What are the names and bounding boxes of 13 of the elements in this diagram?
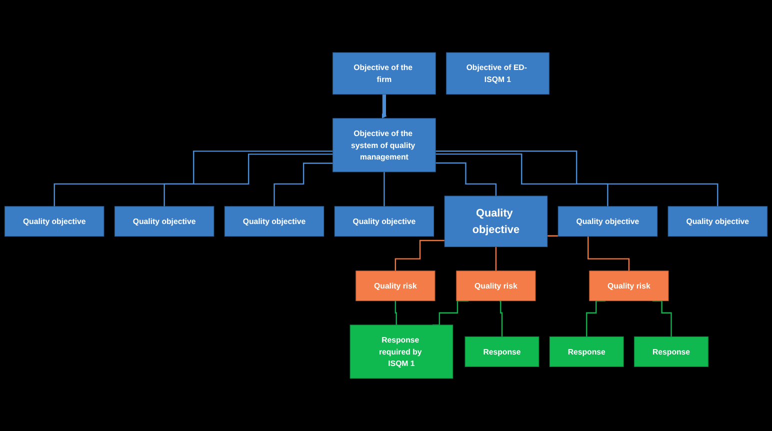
connector [164,154,333,208]
connector [436,153,608,208]
connector [54,150,333,208]
connector [436,162,497,197]
connector [436,150,718,208]
connector [274,162,333,208]
connector [499,300,503,338]
connector [394,300,398,326]
connector [495,246,497,272]
connector [394,240,445,272]
node-box: Quality objective [444,196,548,248]
arrow [382,92,387,119]
connector [384,171,385,208]
